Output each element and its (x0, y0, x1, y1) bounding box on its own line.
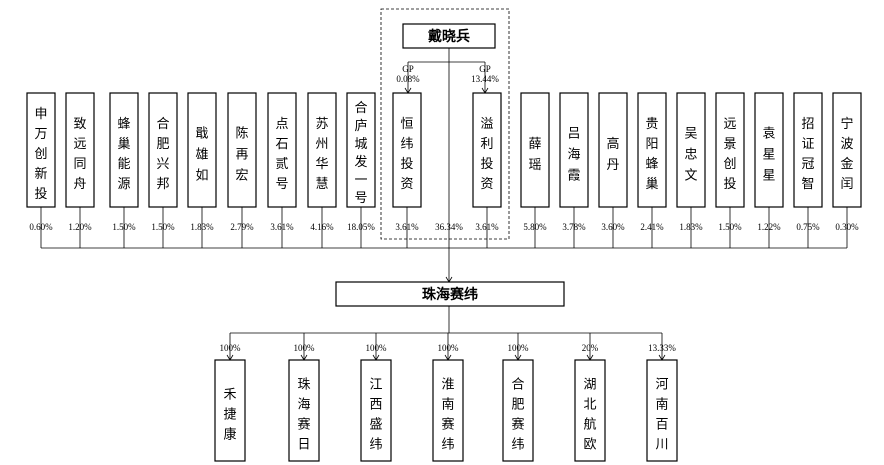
shareholder-box (715, 92, 745, 208)
controller-box (402, 23, 496, 49)
subsidiary-box (288, 359, 320, 462)
shareholder-pct: 5.80% (523, 222, 547, 232)
shareholder-pct: 0.60% (29, 222, 53, 232)
shareholder-name: 点石贰号 (275, 117, 288, 192)
shareholder-name: 溢利投资 (480, 117, 493, 192)
subsidiary-name: 淮南赛纬 (441, 378, 454, 453)
shareholder-name: 宁波金闰 (840, 116, 853, 192)
shareholder-box (148, 92, 178, 208)
shareholder-box (307, 92, 337, 208)
subsidiary-name: 湖北航欧 (583, 378, 596, 453)
shareholder-box (187, 92, 217, 208)
shareholder-box (559, 92, 589, 208)
subsidiary-name: 禾捷康 (223, 388, 236, 443)
shareholder-name: 陈再宏 (235, 126, 248, 184)
shareholder-box (109, 92, 139, 208)
subsidiary-box (360, 359, 392, 462)
shareholder-pct: 3.61% (475, 222, 499, 232)
shareholder-name: 高丹 (606, 136, 619, 173)
shareholder-pct: 0.75% (796, 222, 820, 232)
gp-label-right: GP (479, 64, 491, 74)
diagram-nodes: 戴晓兵GP0.08%GP13.44%申万创新投0.60%致远同舟1.20%蜂巢能… (26, 8, 862, 462)
gp-pct-right: 13.44% (471, 74, 499, 84)
shareholder-name: 贵阳蜂巢 (645, 117, 658, 192)
subsidiary-pct: 100% (438, 343, 460, 353)
shareholder-name: 申万创新投 (34, 107, 47, 202)
shareholder-name: 袁星星 (762, 127, 775, 184)
gp-label-left: GP (402, 64, 414, 74)
shareholder-name: 苏州华慧 (315, 116, 328, 192)
subsidiary-pct: 13.33% (648, 343, 676, 353)
shareholder-name: 恒纬投资 (400, 117, 413, 192)
subsidiary-name: 河南百川 (655, 378, 668, 453)
company-name: 珠海赛纬 (422, 286, 478, 303)
subsidiary-box (432, 359, 464, 462)
subsidiary-box (214, 359, 246, 462)
shareholder-name: 戢雄如 (195, 127, 208, 184)
shareholder-name: 合庐城发一号 (354, 101, 367, 206)
shareholder-pct: 3.61% (395, 222, 419, 232)
subsidiary-box (502, 359, 534, 462)
controller-group-dashed-border (380, 8, 510, 240)
connector-lines (40, 48, 848, 361)
shareholder-box (392, 92, 422, 208)
company-box (335, 281, 565, 307)
shareholder-pct: 1.22% (757, 222, 781, 232)
shareholder-box (520, 92, 550, 208)
subsidiary-pct: 100% (366, 343, 388, 353)
shareholder-name: 远景创投 (723, 117, 736, 192)
shareholder-name: 蜂巢能源 (117, 117, 130, 192)
shareholder-box (754, 92, 784, 208)
shareholder-pct: 1.50% (112, 222, 136, 232)
subsidiary-name: 江西盛纬 (369, 378, 382, 453)
shareholder-pct: 1.83% (679, 222, 703, 232)
shareholder-name: 薛瑶 (528, 137, 541, 173)
subsidiary-pct: 100% (294, 343, 316, 353)
controller-direct-pct: 36.34% (435, 222, 463, 232)
subsidiary-pct: 100% (220, 343, 242, 353)
shareholder-pct: 1.20% (68, 222, 92, 232)
controller-name: 戴晓兵 (428, 28, 470, 45)
shareholder-pct: 3.61% (270, 222, 294, 232)
shareholder-pct: 1.50% (718, 222, 742, 232)
shareholder-box (598, 92, 628, 208)
shareholder-box (26, 92, 56, 208)
subsidiary-box (574, 359, 606, 462)
shareholder-pct: 18.05% (347, 222, 375, 232)
shareholder-box (346, 92, 376, 208)
shareholder-name: 致远同舟 (73, 117, 86, 192)
subsidiary-pct: 100% (508, 343, 530, 353)
shareholder-box (676, 92, 706, 208)
shareholder-pct: 1.50% (151, 222, 175, 232)
shareholder-box (637, 92, 667, 208)
subsidiary-name: 合肥赛纬 (511, 378, 524, 453)
subsidiary-name: 珠海赛日 (297, 378, 310, 453)
shareholder-pct: 2.79% (230, 222, 254, 232)
shareholder-pct: 4.16% (310, 222, 334, 232)
shareholder-pct: 3.60% (601, 222, 625, 232)
gp-pct-left: 0.08% (396, 74, 420, 84)
shareholder-box (227, 92, 257, 208)
shareholder-pct: 2.41% (640, 222, 664, 232)
shareholder-box (832, 92, 862, 208)
shareholder-pct: 0.30% (835, 222, 859, 232)
shareholder-pct: 3.78% (562, 222, 586, 232)
shareholder-name: 招证冠智 (801, 117, 814, 192)
shareholder-name: 吕海霞 (567, 127, 580, 184)
subsidiary-pct: 20% (582, 343, 599, 353)
shareholder-box (65, 92, 95, 208)
shareholder-name: 合肥兴邦 (156, 117, 169, 192)
shareholder-box (793, 92, 823, 208)
shareholder-box (267, 92, 297, 208)
subsidiary-box (646, 359, 678, 462)
shareholder-pct: 1.83% (190, 222, 214, 232)
shareholder-box (472, 92, 502, 208)
shareholder-name: 吴忠文 (684, 127, 697, 184)
